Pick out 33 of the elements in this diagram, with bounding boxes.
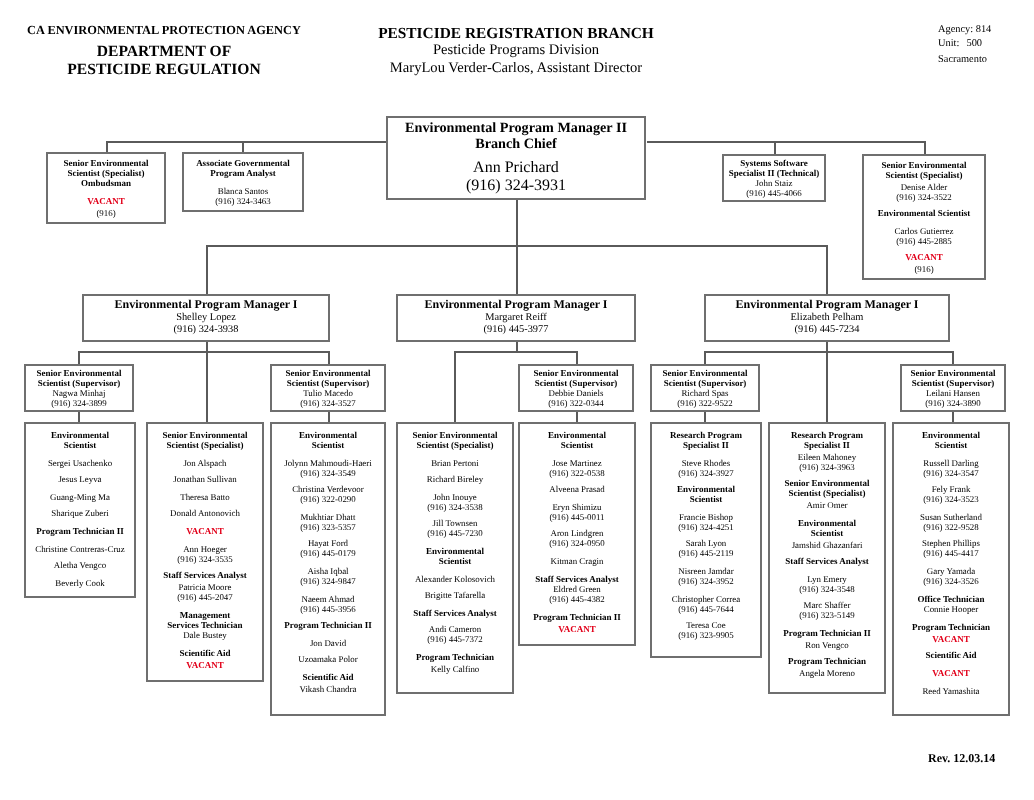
connector-line [78,411,80,423]
team-box [650,422,762,658]
staff-entry: Ann Prichard (916) 324-3931 [465,159,567,195]
position-box [722,154,826,202]
position-box [82,294,330,342]
team-box [270,422,386,716]
team-box [24,422,136,598]
connector-line [576,411,578,423]
position-box [650,364,760,412]
connector-line [952,411,954,423]
connector-line [826,341,954,365]
position-box [46,152,166,224]
position-box [396,294,636,342]
position-box [24,364,134,412]
connector-line [704,411,706,423]
position-box [862,154,986,280]
connector-line [242,141,388,153]
team-box [396,422,514,694]
connector-line [646,141,926,155]
team-box [768,422,886,694]
position-box [900,364,1006,412]
connector-line [516,199,828,295]
position-box [518,364,634,412]
team-box [518,422,636,646]
team-box [146,422,264,682]
connector-line [206,341,330,365]
position-box [182,152,304,212]
connector-line [328,411,330,423]
connector-line [516,341,578,365]
position-box [704,294,950,342]
position-box [386,116,646,200]
team-box [892,422,1010,716]
position-box [270,364,386,412]
